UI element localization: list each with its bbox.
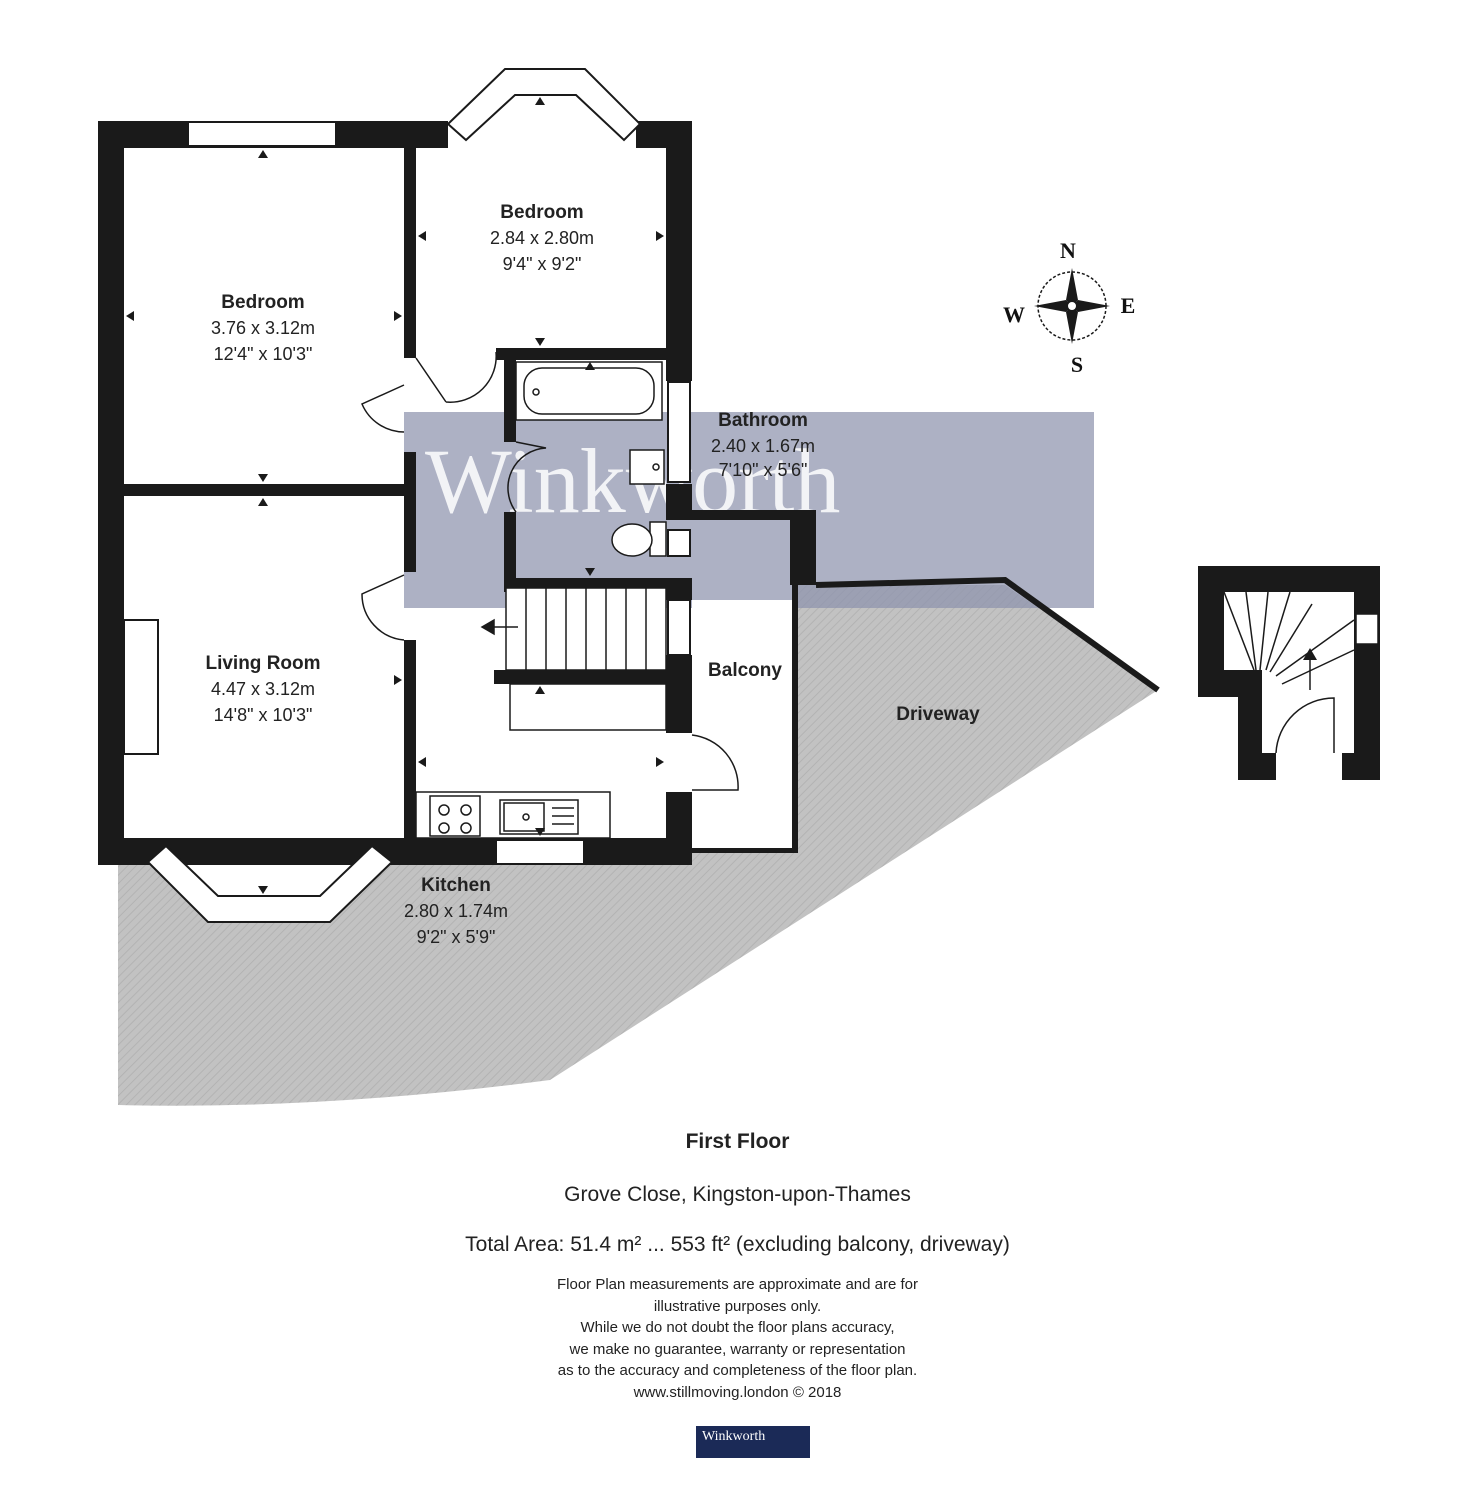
disclaimer-line: While we do not doubt the floor plans ac…: [580, 1319, 895, 1336]
balcony-label: Balcony: [708, 660, 782, 681]
bay-window-top: [446, 68, 642, 142]
bedroom-1-name: Bedroom: [221, 292, 304, 313]
bedroom-2-name: Bedroom: [500, 202, 583, 223]
bedroom-2-imperial: 9'4" x 9'2": [503, 254, 582, 274]
bay-window-living-room: [146, 844, 394, 923]
driveway-area: [118, 585, 1158, 1106]
windows: [123, 121, 691, 865]
living-room-name: Living Room: [205, 653, 320, 674]
driveway-label: Driveway: [896, 704, 980, 725]
compass-s: S: [1071, 352, 1083, 377]
disclaimer-line: illustrative purposes only.: [653, 1297, 822, 1315]
bedroom-1-metric: 3.76 x 3.12m: [211, 318, 315, 338]
compass-icon: N E S W: [1003, 238, 1135, 377]
kitchen-name: Kitchen: [421, 875, 491, 896]
compass-e: E: [1121, 293, 1136, 318]
compass-n: N: [1060, 238, 1076, 263]
room-label-living-room: Living Room 4.47 x 3.12m 14'8" x 10'3": [205, 653, 320, 725]
kitchen-imperial: 9'2" x 5'9": [417, 927, 496, 947]
staircase: [480, 587, 667, 731]
kitchen-metric: 2.80 x 1.74m: [404, 901, 508, 921]
winkworth-logo: Winkworth: [696, 1426, 810, 1458]
room-label-bathroom: Bathroom 2.40 x 1.67m 7'10" x 5'6": [711, 410, 815, 480]
bathroom-metric: 2.40 x 1.67m: [711, 436, 815, 456]
bedroom-1-imperial: 12'4" x 10'3": [214, 344, 313, 364]
bathroom-name: Bathroom: [718, 410, 808, 431]
room-label-bedroom-1: Bedroom 3.76 x 3.12m 12'4" x 10'3": [211, 292, 315, 364]
doors: [361, 351, 739, 791]
dimension-markers: [126, 97, 664, 894]
disclaimer-line: we make no guarantee, warranty or repres…: [569, 1340, 906, 1358]
living-room-imperial: 14'8" x 10'3": [214, 705, 313, 725]
disclaimer-line: Floor Plan measurements are approximate …: [556, 1276, 918, 1293]
kitchen-fittings: [415, 791, 611, 839]
disclaimer-line: as to the accuracy and completeness of t…: [557, 1362, 918, 1379]
entrance-stair-inset: [1198, 566, 1380, 780]
disclaimer: Floor Plan measurements are approximate …: [0, 1274, 1475, 1403]
living-room-metric: 4.47 x 3.12m: [211, 679, 315, 699]
total-area: Total Area: 51.4 m² ... 553 ft² (excludi…: [465, 1233, 1010, 1256]
property-address: Grove Close, Kingston-upon-Thames: [564, 1183, 911, 1206]
disclaimer-copyright: www.stillmoving.london © 2018: [633, 1383, 842, 1401]
floor-plan: Winkworth: [98, 68, 1380, 1106]
room-label-bedroom-2: Bedroom 2.84 x 2.80m 9'4" x 9'2": [490, 202, 594, 274]
bathroom-imperial: 7'10" x 5'6": [719, 460, 808, 480]
room-label-kitchen: Kitchen 2.80 x 1.74m 9'2" x 5'9": [404, 875, 508, 947]
bathroom-fixtures: [515, 361, 667, 557]
bedroom-2-metric: 2.84 x 2.80m: [490, 228, 594, 248]
compass-w: W: [1003, 302, 1025, 327]
floor-title: First Floor: [685, 1130, 790, 1153]
